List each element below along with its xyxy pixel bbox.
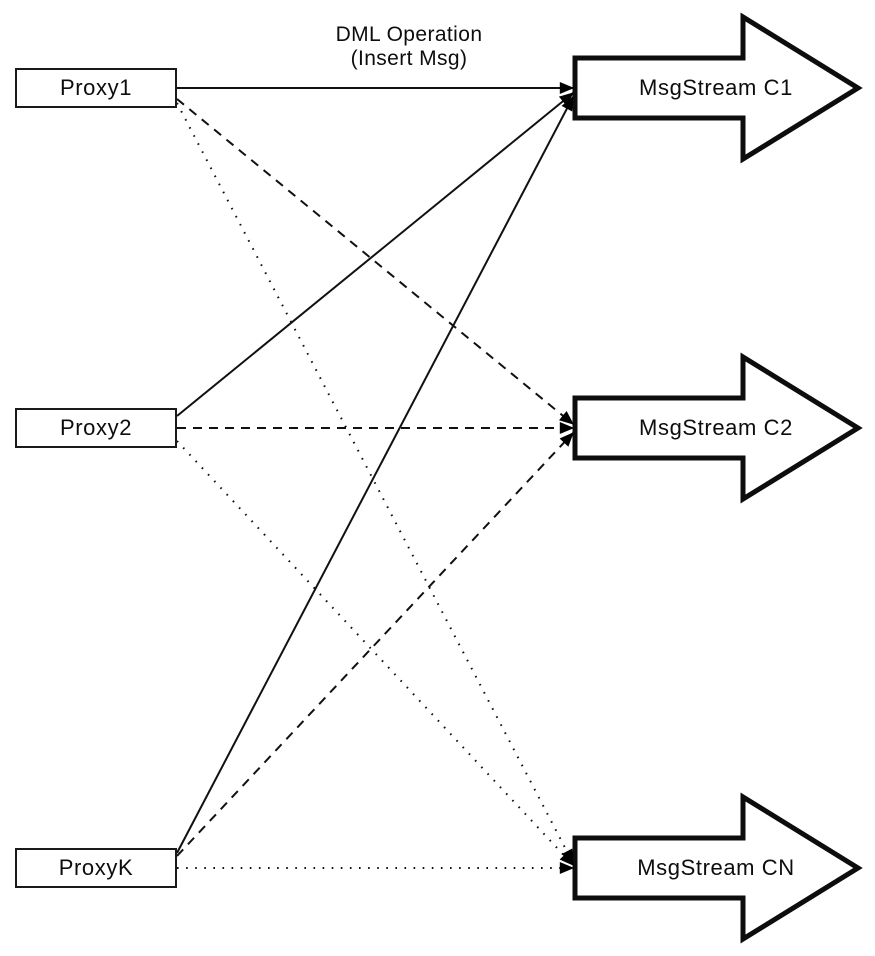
msgstream-cn-label: MsgStream CN — [637, 855, 795, 880]
msgstream-c2-arrow-shape — [572, 352, 863, 504]
proxyk-node: ProxyK — [15, 848, 177, 888]
dml-operation-annotation: DML Operation (Insert Msg) — [279, 23, 539, 71]
annotation-line-2: (Insert Msg) — [350, 47, 468, 70]
edge-proxy2-cn — [176, 440, 574, 866]
proxy1-label: Proxy1 — [59, 75, 133, 100]
msgstream-c1-arrow-shape — [572, 12, 863, 164]
edge-proxy2-c1 — [176, 92, 574, 417]
proxy2-node: Proxy2 — [15, 408, 177, 448]
msgstream-c1-label: MsgStream C1 — [639, 75, 793, 100]
annotation-line-1: DML Operation — [335, 23, 483, 46]
proxyk-label: ProxyK — [58, 855, 134, 880]
proxy2-label: Proxy2 — [59, 415, 133, 440]
proxy1-node: Proxy1 — [15, 68, 177, 108]
msgstream-cn-arrow-shape — [572, 792, 863, 944]
edge-proxyk-c1 — [176, 95, 574, 854]
edge-proxyk-c2 — [176, 432, 574, 857]
edge-proxy1-cn — [176, 102, 574, 865]
edge-proxy1-c2 — [176, 98, 574, 425]
msgstream-c2-label: MsgStream C2 — [639, 415, 793, 440]
